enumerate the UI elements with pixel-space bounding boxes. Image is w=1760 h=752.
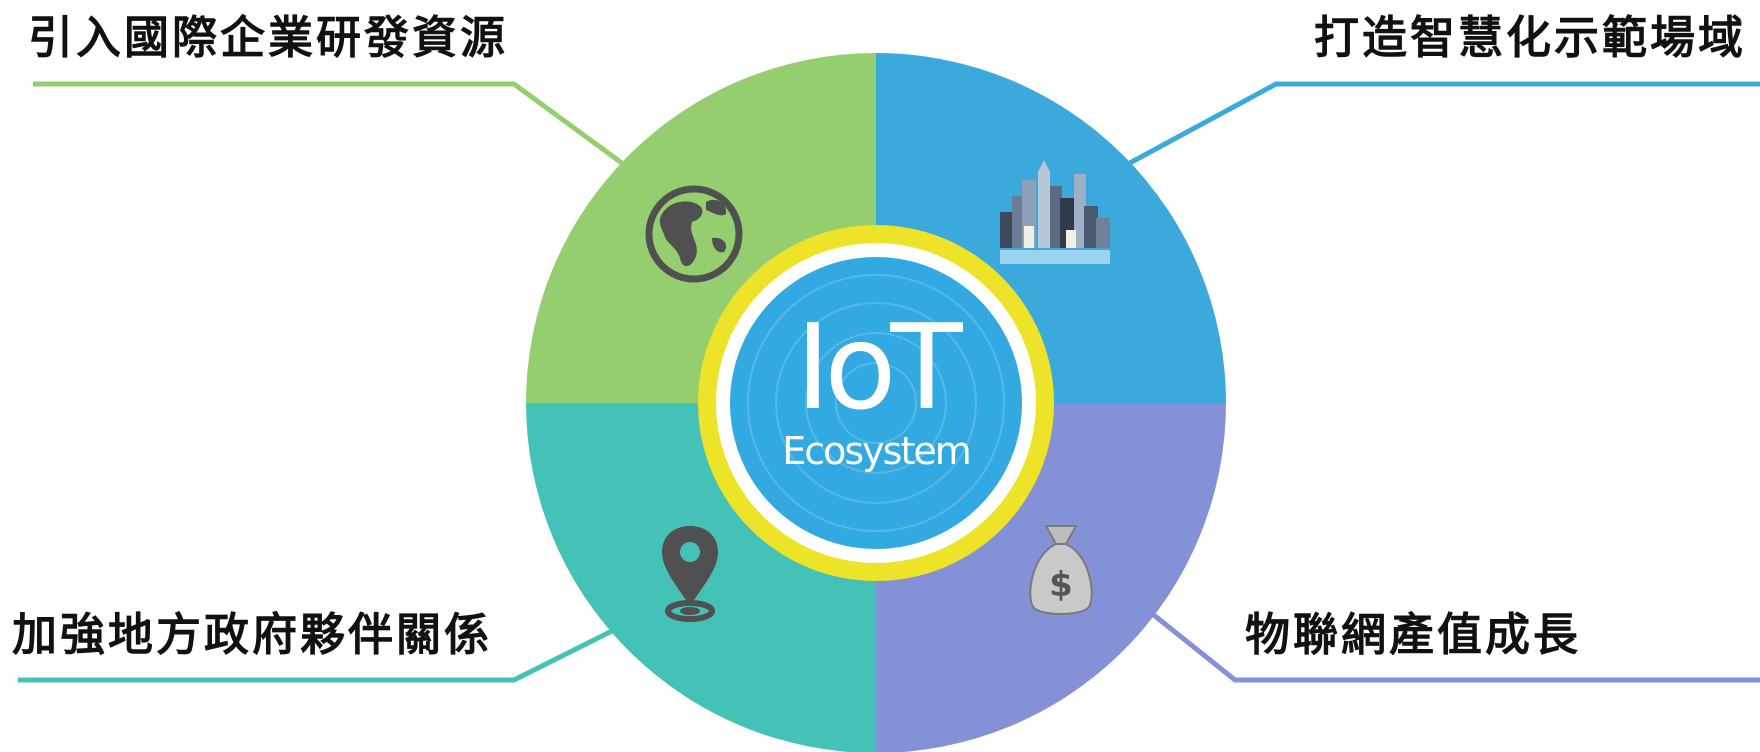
- label-bottom-right: 物聯網產值成長: [1245, 608, 1582, 661]
- label-top-left: 引入國際企業研發資源: [28, 11, 509, 64]
- label-top-right: 打造智慧化示範場域: [1313, 11, 1746, 64]
- hub-title: IoT: [795, 298, 962, 436]
- map-pin-icon: [662, 526, 718, 622]
- hub-subtitle: Ecosystem: [782, 429, 972, 473]
- hub-ripples: [747, 274, 1005, 532]
- hub-circle: [730, 257, 1022, 549]
- connector-line-top-left: [33, 81, 647, 183]
- label-bottom-left: 加強地方政府夥伴關係: [12, 608, 493, 661]
- connector-line-top-right: [1126, 81, 1760, 167]
- globe-icon: [645, 185, 743, 283]
- connector-line-bottom-left: [18, 627, 616, 683]
- connector-line-bottom-right: [1148, 610, 1760, 683]
- money-bag-icon: $: [1029, 525, 1093, 615]
- city-buildings-icon: [1000, 160, 1110, 264]
- svg-text:$: $: [1049, 565, 1073, 605]
